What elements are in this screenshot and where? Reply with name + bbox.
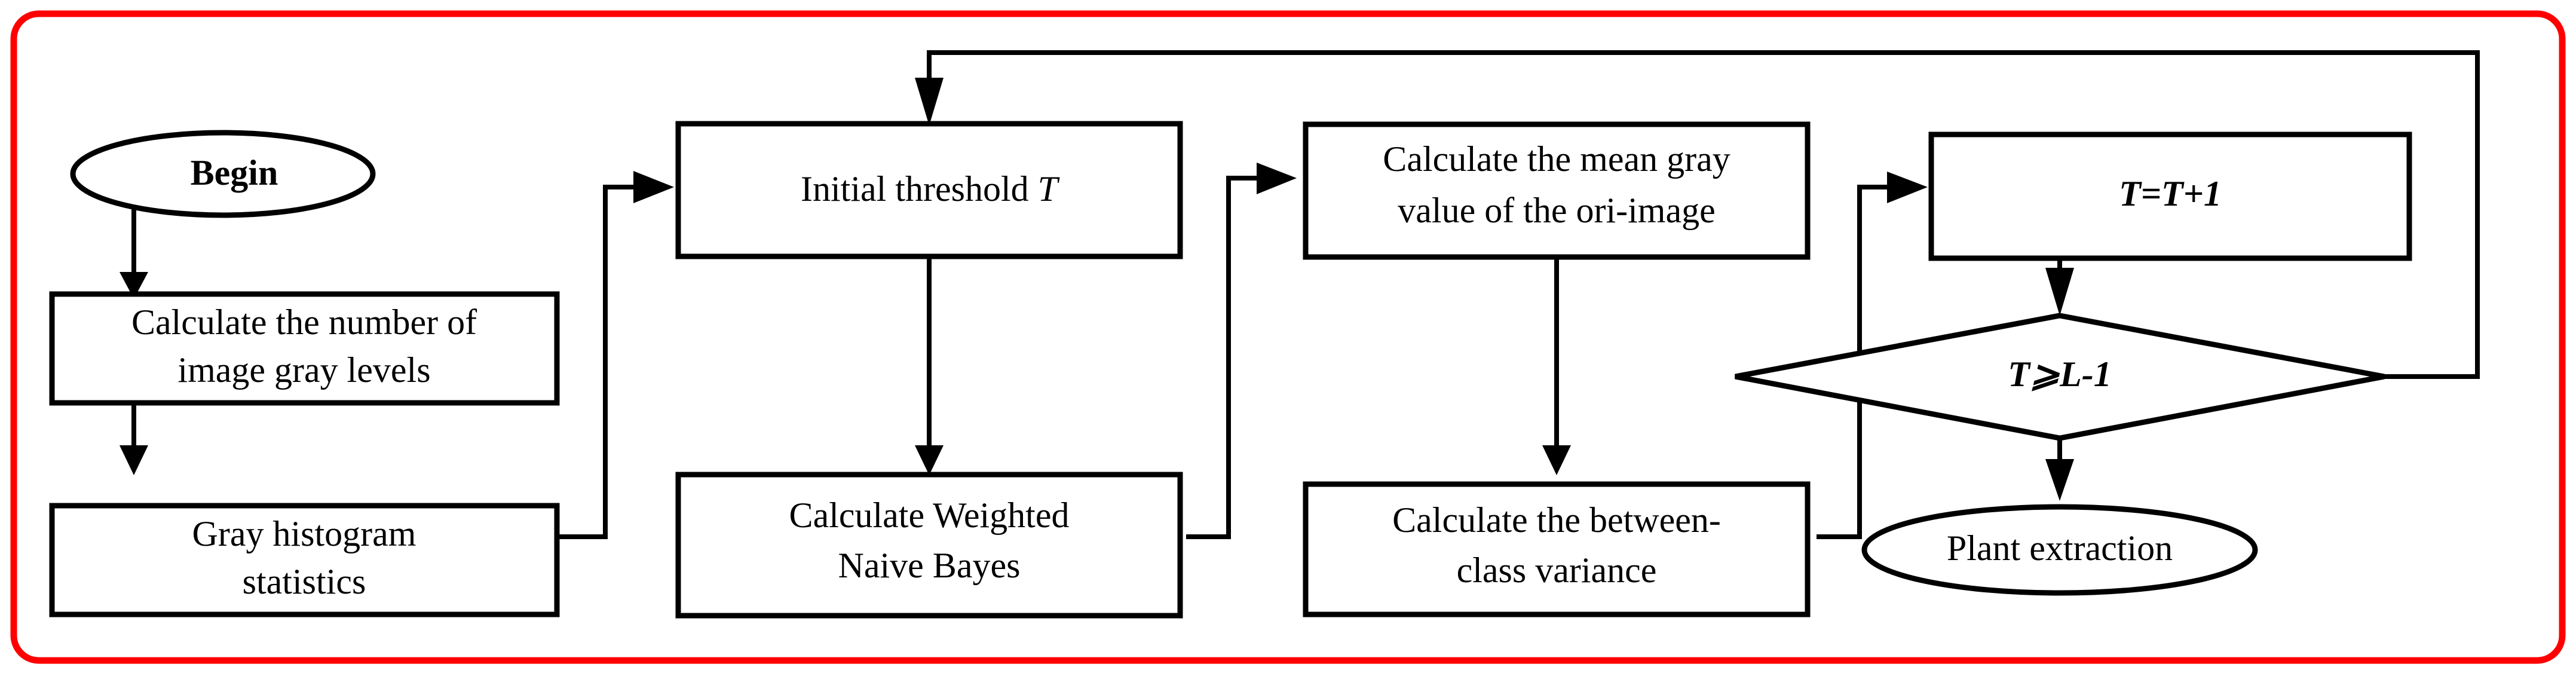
edge-histogram-to-threshold bbox=[557, 171, 674, 539]
edge-graylevels-to-histogram bbox=[120, 397, 148, 475]
node-weighted-naive-bayes[interactable]: Calculate Weighted Naive Bayes bbox=[675, 472, 1183, 619]
plant-extraction-ellipse-shape bbox=[1861, 504, 2258, 596]
increment-t-label: T=T+1 bbox=[2119, 174, 2222, 213]
edge-begin-to-graylevels bbox=[120, 209, 148, 299]
node-plant-extraction[interactable]: Plant extraction bbox=[1861, 504, 2258, 596]
initial-threshold-label-symbol: T bbox=[1038, 169, 1060, 209]
between-class-variance-rect bbox=[1303, 481, 1811, 617]
edge-decision-loopback-to-threshold bbox=[915, 50, 2480, 379]
initial-threshold-label-prefix: Initial threshold bbox=[801, 169, 1038, 209]
node-gray-histogram[interactable]: Gray histogram statistics bbox=[49, 503, 560, 617]
node-calc-gray-levels[interactable]: Calculate the number of image gray level… bbox=[49, 291, 560, 406]
red-outer-frame bbox=[10, 10, 2566, 664]
between-class-variance-label-line1: Calculate the between- bbox=[1392, 500, 1721, 540]
weighted-naive-bayes-label-line2: Naive Bayes bbox=[838, 546, 1021, 585]
begin-label: Begin bbox=[191, 153, 278, 192]
node-increment-t[interactable]: T=T+1 bbox=[1928, 131, 2412, 261]
calc-gray-levels-rect bbox=[49, 291, 560, 406]
node-begin[interactable]: Begin bbox=[70, 130, 376, 218]
decision-label: T⩾L-1 bbox=[2008, 354, 2112, 394]
initial-threshold-rect bbox=[675, 121, 1183, 259]
edge-threshold-to-bayes bbox=[915, 258, 944, 475]
calc-gray-levels-label-line1: Calculate the number of bbox=[131, 302, 477, 342]
weighted-naive-bayes-label-line1: Calculate Weighted bbox=[789, 496, 1070, 535]
node-initial-threshold[interactable]: Initial threshold T bbox=[675, 121, 1183, 259]
decision-diamond-shape bbox=[1735, 313, 2385, 441]
plant-extraction-label: Plant extraction bbox=[1947, 528, 2173, 568]
between-class-variance-label-line2: class variance bbox=[1457, 550, 1657, 590]
mean-gray-value-rect bbox=[1303, 121, 1811, 260]
gray-histogram-label-line1: Gray histogram bbox=[192, 514, 416, 553]
gray-histogram-label-line2: statistics bbox=[243, 562, 366, 601]
begin-ellipse-shape bbox=[70, 130, 376, 218]
increment-t-rect bbox=[1928, 131, 2412, 261]
node-mean-gray-value[interactable]: Calculate the mean gray value of the ori… bbox=[1303, 121, 1811, 260]
edge-meangray-to-variance bbox=[1542, 258, 1571, 475]
edge-decision-to-plant bbox=[2045, 439, 2074, 501]
edge-bayes-to-meangray bbox=[1186, 163, 1297, 539]
calc-gray-levels-label-line2: image gray levels bbox=[177, 350, 430, 390]
edge-increment-to-decision bbox=[2045, 258, 2074, 316]
node-decision[interactable]: T⩾L-1 bbox=[1735, 313, 2385, 441]
mean-gray-value-label-line1: Calculate the mean gray bbox=[1383, 139, 1730, 179]
weighted-naive-bayes-rect bbox=[675, 472, 1183, 619]
node-between-class-variance[interactable]: Calculate the between- class variance bbox=[1303, 481, 1811, 617]
initial-threshold-label: Initial threshold T bbox=[801, 169, 1060, 209]
gray-histogram-rect bbox=[49, 503, 560, 617]
mean-gray-value-label-line2: value of the ori-image bbox=[1398, 191, 1715, 230]
